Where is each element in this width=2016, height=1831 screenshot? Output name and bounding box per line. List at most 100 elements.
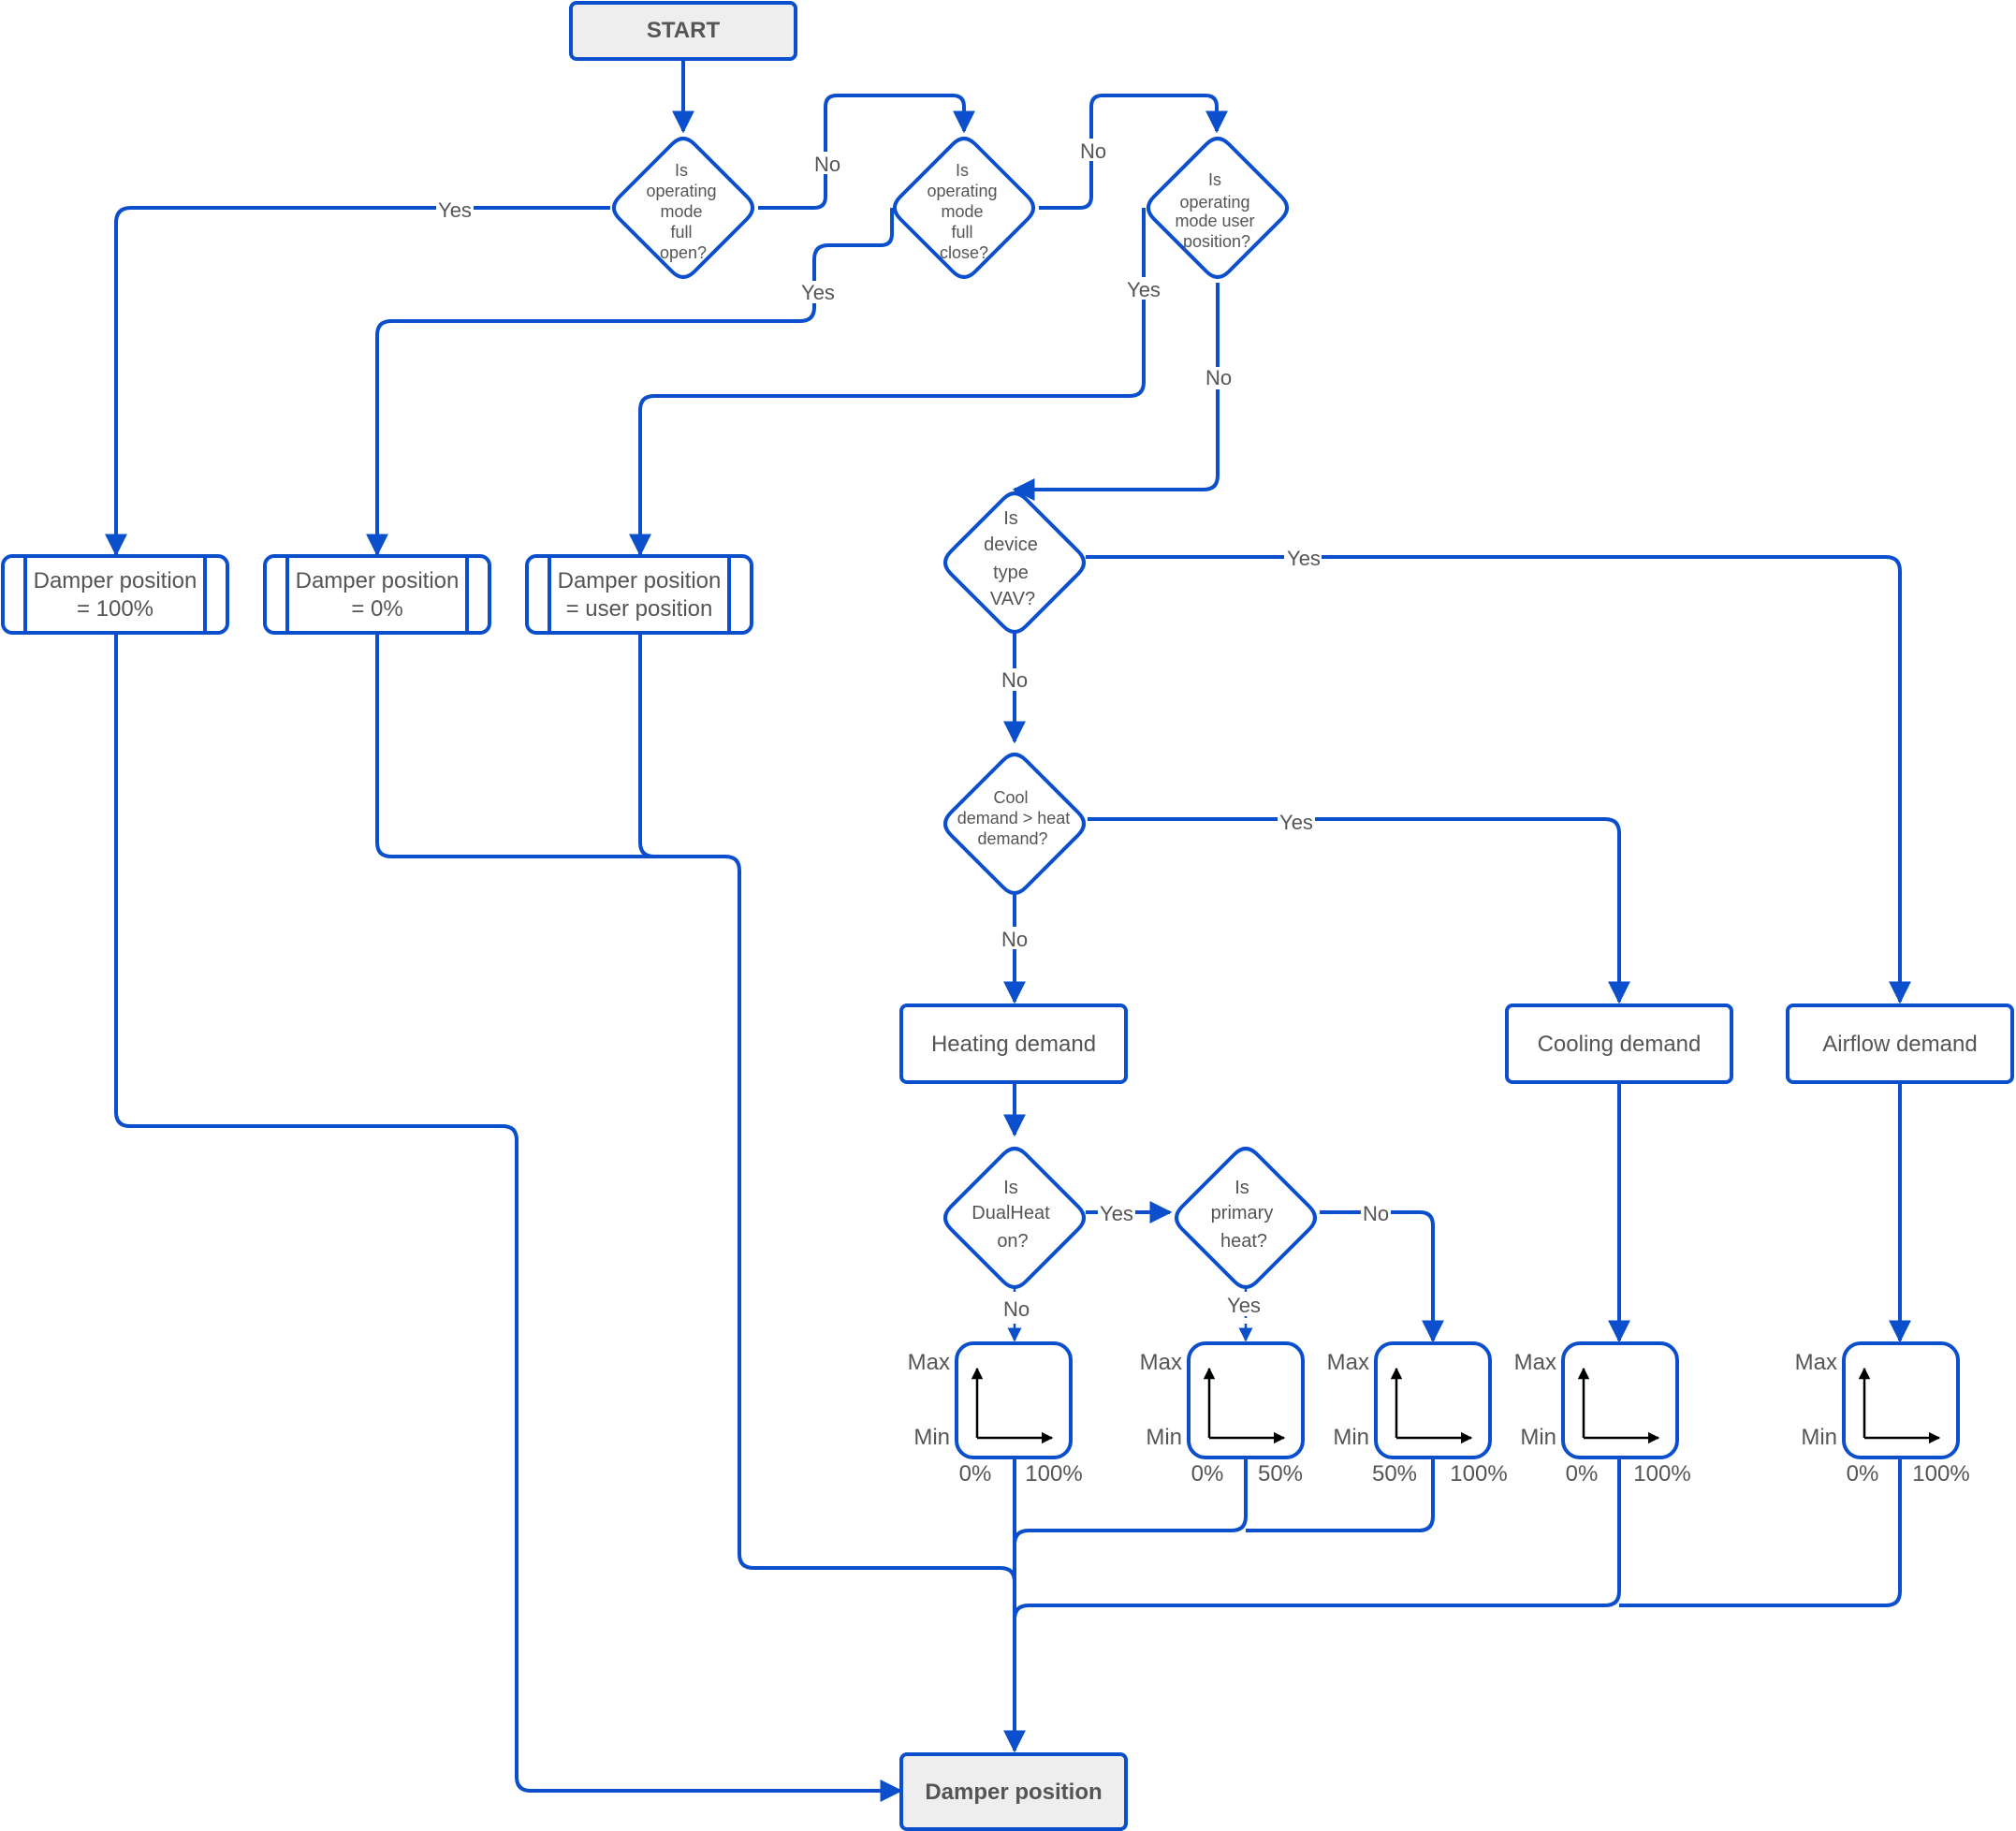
- vav-line-3: type: [993, 563, 1029, 583]
- edge-graph5-to-end: [1619, 1458, 1902, 1607]
- user-position-text: Is operating mode user position?: [1175, 170, 1254, 251]
- graph-2-x-start: 0%: [1191, 1461, 1224, 1487]
- full-open-line-3: mode: [660, 202, 702, 221]
- label-full-close-no: No: [1080, 139, 1106, 163]
- node-texts: START Is operating mode full open? Is op…: [34, 18, 1978, 1805]
- vav-line-4: VAV?: [990, 589, 1035, 609]
- graph-4-min: Min: [1520, 1425, 1556, 1450]
- edge-graph2-to-end: [1013, 1458, 1248, 1545]
- edge-coolheat-yes: [1088, 817, 1630, 1004]
- primary-heat-text: Is primary heat?: [1211, 1178, 1274, 1252]
- graph-2-min: Min: [1146, 1425, 1182, 1450]
- edge-labels: Yes No Yes No Yes No Yes No Yes No Yes N…: [436, 139, 1391, 1321]
- edge-user-pos-no: [1012, 283, 1220, 501]
- graph-5-x-end: 100%: [1912, 1461, 1969, 1487]
- edge-full-close-yes: [366, 208, 894, 557]
- label-dualheat-yes: Yes: [1100, 1202, 1133, 1225]
- graph-4-x-start: 0%: [1566, 1461, 1599, 1487]
- graph-2-x-end: 50%: [1258, 1461, 1303, 1487]
- label-full-open-no: No: [814, 153, 840, 176]
- graph-2: Max Min 0% 50%: [1140, 1350, 1303, 1487]
- label-coolheat-no: No: [1001, 928, 1028, 951]
- primary-line-3: heat?: [1220, 1231, 1267, 1252]
- cool-heat-text: Cool demand > heat demand?: [957, 788, 1071, 848]
- end-label: Damper position: [925, 1780, 1102, 1805]
- edge-full-open-yes: [105, 206, 610, 557]
- full-close-line-1: Is: [956, 161, 969, 180]
- graph-3: Max Min 50% 100%: [1327, 1350, 1508, 1487]
- label-user-pos-yes: Yes: [1127, 278, 1161, 301]
- label-full-open-yes: Yes: [438, 198, 472, 222]
- dualheat-line-3: on?: [997, 1231, 1028, 1252]
- graph-4: Max Min 0% 100%: [1514, 1350, 1691, 1487]
- graph-1-x-end: 100%: [1025, 1461, 1082, 1487]
- graph-1-max: Max: [908, 1350, 950, 1375]
- dualheat-line-2: DualHeat: [971, 1203, 1050, 1223]
- graph-1: Max Min 0% 100%: [908, 1350, 1083, 1487]
- full-close-line-5: close?: [940, 243, 988, 262]
- edge-graph3-to-end: [1246, 1458, 1435, 1532]
- graph-box-1: [955, 1341, 1073, 1459]
- graph-box-5: [1842, 1341, 1960, 1459]
- decision-full-open: [612, 137, 754, 279]
- cool-heat-line-2: demand > heat: [957, 809, 1071, 828]
- end-terminal: [899, 1752, 1128, 1831]
- vav-line-2: device: [984, 535, 1038, 555]
- graph-1-x-start: 0%: [959, 1461, 992, 1487]
- graph-box-2: [1187, 1341, 1305, 1459]
- primary-line-1: Is: [1234, 1178, 1249, 1198]
- graph-3-min: Min: [1333, 1425, 1369, 1450]
- edge-duser-to-end: [638, 633, 655, 858]
- label-primary-no: No: [1363, 1202, 1389, 1225]
- user-position-line-2: operating: [1179, 193, 1249, 212]
- decision-cool-heat: [943, 753, 1086, 895]
- decision-device-vav: [943, 491, 1086, 634]
- graph-5-min: Min: [1801, 1425, 1837, 1450]
- edge-full-open-no: [758, 94, 975, 210]
- damper-user-line-2: = user position: [566, 596, 713, 622]
- damper-user-line-1: Damper position: [558, 568, 722, 593]
- label-dualheat-no: No: [1003, 1297, 1030, 1321]
- graph-5-x-start: 0%: [1847, 1461, 1879, 1487]
- decision-dualheat: [943, 1147, 1086, 1289]
- full-open-line-4: full: [670, 223, 692, 242]
- damper-0-line-2: = 0%: [351, 596, 402, 622]
- cool-heat-line-3: demand?: [977, 829, 1047, 848]
- decision-user-position: [1147, 137, 1289, 279]
- graph-4-max: Max: [1514, 1350, 1556, 1375]
- primary-line-2: primary: [1211, 1203, 1274, 1223]
- start-terminal: [569, 1, 797, 61]
- damper-100-line-1: Damper position: [34, 568, 197, 593]
- edge-user-pos-yes: [629, 208, 1146, 557]
- heating-demand-box: [899, 1003, 1128, 1084]
- dualheat-text: Is DualHeat on?: [971, 1178, 1050, 1252]
- user-position-line-3: mode user: [1175, 212, 1254, 230]
- full-open-line-1: Is: [675, 161, 688, 180]
- full-close-line-4: full: [951, 223, 972, 242]
- full-close-line-3: mode: [941, 202, 983, 221]
- full-open-line-2: operating: [646, 182, 716, 200]
- graph-3-max: Max: [1327, 1350, 1369, 1375]
- decision-full-close: [893, 137, 1035, 279]
- graph-2-max: Max: [1140, 1350, 1182, 1375]
- damper-100-line-2: = 100%: [77, 596, 153, 622]
- edge-vav-yes: [1086, 555, 1911, 1004]
- label-vav-no: No: [1001, 668, 1028, 692]
- edge-primary-no: [1320, 1210, 1444, 1343]
- full-close-line-2: operating: [927, 182, 997, 200]
- cool-heat-line-1: Cool: [993, 788, 1028, 807]
- graph-5-max: Max: [1795, 1350, 1837, 1375]
- graph-box-4: [1561, 1341, 1679, 1459]
- dualheat-line-1: Is: [1003, 1178, 1018, 1198]
- label-primary-yes: Yes: [1227, 1294, 1261, 1317]
- graph-3-x-end: 100%: [1450, 1461, 1507, 1487]
- vav-text: Is device type VAV?: [984, 508, 1038, 609]
- graph-1-min: Min: [913, 1425, 950, 1450]
- graph-5: Max Min 0% 100%: [1795, 1350, 1970, 1487]
- user-position-line-1: Is: [1208, 170, 1221, 189]
- damper-user-box: [525, 554, 753, 635]
- graph-4-x-end: 100%: [1633, 1461, 1690, 1487]
- cooling-demand-label: Cooling demand: [1538, 1032, 1702, 1057]
